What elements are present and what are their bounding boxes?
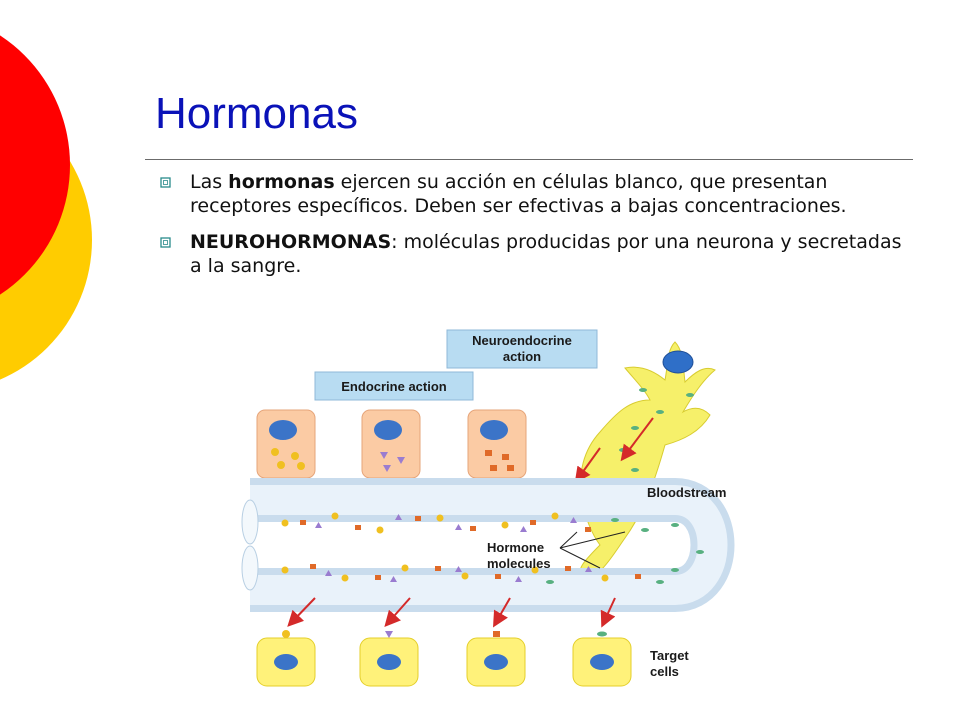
- target-cell: [572, 631, 632, 687]
- endocrine-cell: [361, 409, 421, 479]
- page-title: Hormonas: [155, 89, 358, 138]
- title-divider: [145, 159, 913, 160]
- svg-text:Hormone: Hormone: [487, 540, 544, 555]
- svg-text:molecules: molecules: [487, 556, 551, 571]
- bullet-item-neurohormonas: NEUROHORMONAS: moléculas producidas por …: [160, 230, 910, 278]
- svg-text:Target: Target: [650, 648, 689, 663]
- keyword-neurohormonas: NEUROHORMONAS: [190, 231, 392, 253]
- blood-vessel: [241, 478, 735, 612]
- bullet-list: Las hormonas ejercen su acción en célula…: [160, 170, 910, 290]
- bullet-text: NEUROHORMONAS: moléculas producidas por …: [190, 231, 902, 277]
- svg-text:cells: cells: [650, 664, 679, 679]
- neuron-red-arrow: [620, 417, 654, 462]
- neuron-red-arrow: [574, 447, 601, 484]
- target-cells-label: Target cells: [650, 648, 689, 679]
- hormone-molecules-label: Hormone molecules: [487, 531, 626, 571]
- hollow-square-bullet-icon: [160, 237, 171, 248]
- svg-text:action: action: [503, 349, 541, 364]
- red-circle: [0, 35, 70, 295]
- endocrine-cell: [467, 409, 527, 479]
- hollow-square-bullet-icon: [160, 177, 171, 188]
- decorative-circles: [0, 35, 92, 380]
- svg-text:Endocrine action: Endocrine action: [341, 379, 447, 394]
- target-cell: [359, 631, 419, 687]
- keyword-hormonas: hormonas: [228, 171, 335, 193]
- bullet-item-hormonas: Las hormonas ejercen su acción en célula…: [160, 170, 910, 218]
- neuroendocrine-action-label: Neuroendocrine action: [446, 329, 598, 369]
- bullet-text: Las hormonas ejercen su acción en célula…: [190, 171, 847, 217]
- hormone-molecules: [281, 512, 704, 584]
- endocrine-action-label: Endocrine action: [314, 371, 474, 401]
- target-cell: [466, 631, 526, 687]
- hormone-action-diagram: Neuroendocrine action Endocrine action: [241, 329, 735, 687]
- target-cell: [256, 630, 316, 687]
- bloodstream-label: Bloodstream: [647, 485, 726, 500]
- svg-text:Neuroendocrine: Neuroendocrine: [472, 333, 572, 348]
- endocrine-cell: [256, 409, 316, 479]
